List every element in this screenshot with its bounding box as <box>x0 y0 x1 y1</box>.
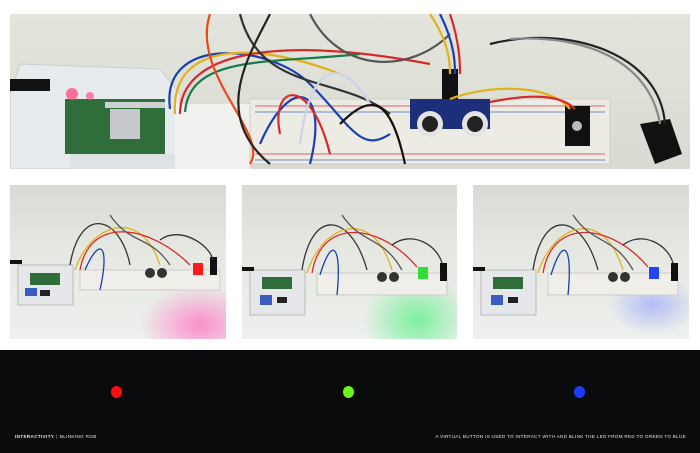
circuit-illustration <box>10 14 682 169</box>
photo-led-green-state <box>242 185 457 339</box>
project-caption: Interactivity|Blinking RGB <box>15 434 97 439</box>
caption-band: Interactivity|Blinking RGB A virtual but… <box>0 350 700 453</box>
caption-title: Blinking RGB <box>59 434 97 439</box>
photo-led-red-state <box>10 185 226 339</box>
green-led-dot-icon <box>343 386 354 398</box>
caption-category: Interactivity <box>15 434 55 439</box>
circuit-red-illustration <box>10 214 226 339</box>
blue-led-dot-icon <box>574 386 585 398</box>
project-description: A virtual button is used to interact wit… <box>435 434 686 439</box>
circuit-green-illustration <box>242 214 457 339</box>
photo-led-blue-state <box>473 185 689 339</box>
hero-photo-raspberry-pi-circuit <box>10 14 690 169</box>
caption-separator: | <box>56 434 58 439</box>
circuit-blue-illustration <box>473 214 689 335</box>
red-led-dot-icon <box>111 386 122 398</box>
